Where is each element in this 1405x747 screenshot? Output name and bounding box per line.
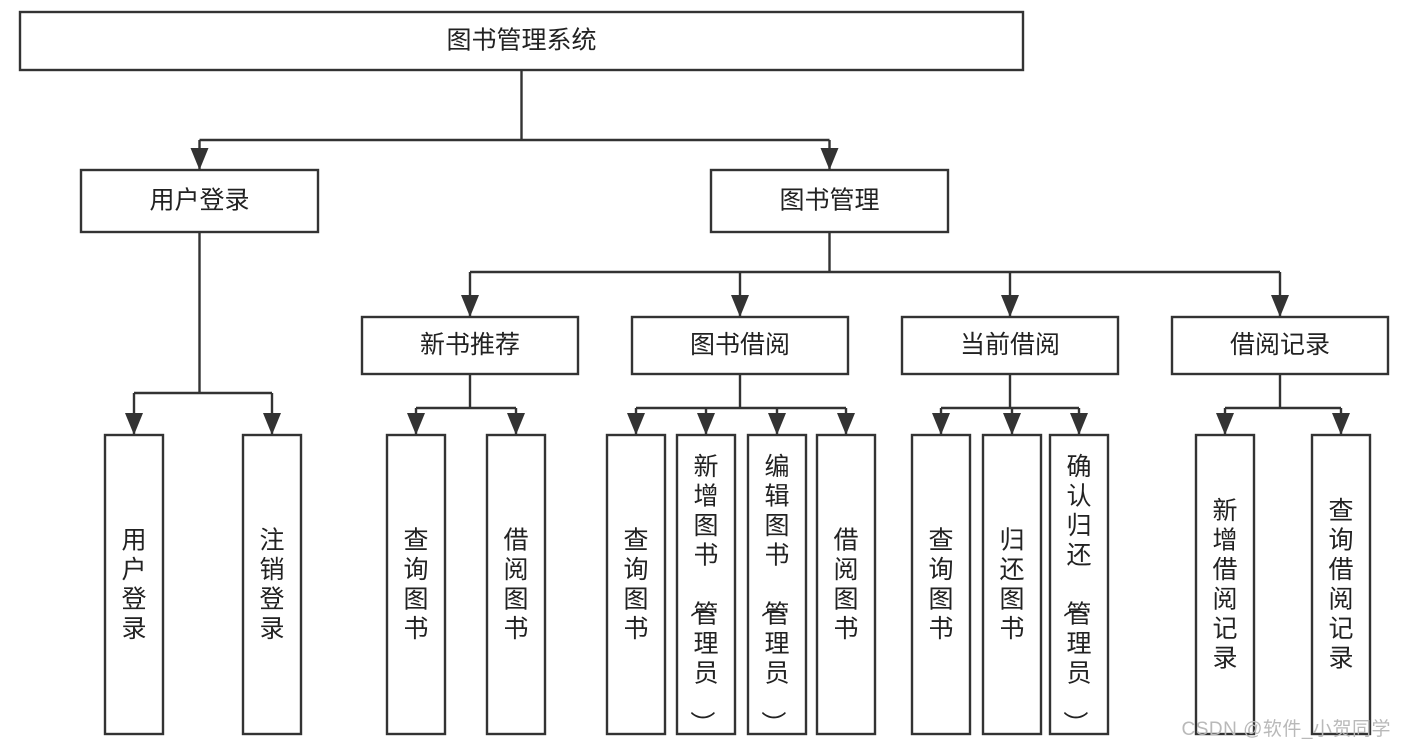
connector-conn-userlogin-to-leaves bbox=[125, 232, 281, 435]
node-box-leaf-query-borrow-record[interactable] bbox=[1310, 433, 1372, 736]
node-box-root[interactable] bbox=[18, 10, 1025, 72]
node-box-new-book-recommend[interactable] bbox=[360, 315, 580, 376]
connector-conn-root-to-level2 bbox=[190, 70, 839, 170]
node-box-leaf-query-book-current[interactable] bbox=[910, 433, 972, 736]
node-label-book-manage: 图书管理 bbox=[779, 187, 879, 215]
connectors-layer bbox=[125, 70, 1350, 435]
node-leaf-add-borrow-record[interactable]: 新增借阅记录 bbox=[1194, 433, 1256, 736]
node-leaf-query-book-current[interactable]: 查询图书 bbox=[910, 433, 972, 736]
node-leaf-query-book-rec[interactable]: 查询图书 bbox=[385, 433, 447, 736]
node-label-root: 图书管理系统 bbox=[446, 27, 596, 55]
node-root[interactable]: 图书管理系统 bbox=[18, 10, 1025, 72]
node-box-current-borrow[interactable] bbox=[900, 315, 1120, 376]
node-leaf-add-book-admin[interactable]: 新增图书（管理员） bbox=[675, 433, 737, 736]
nodes-layer: 图书管理系统用户登录图书管理新书推荐图书借阅当前借阅借阅记录用户登录注销登录查询… bbox=[18, 10, 1390, 736]
connector-conn-bookmanage-to-level3 bbox=[461, 232, 1289, 317]
node-box-leaf-confirm-return-admin[interactable] bbox=[1048, 433, 1110, 736]
node-box-leaf-return-book[interactable] bbox=[981, 433, 1043, 736]
node-label-leaf-user-login: 用户登录 bbox=[121, 527, 146, 644]
node-leaf-borrow-book[interactable]: 借阅图书 bbox=[815, 433, 877, 736]
node-leaf-edit-book-admin[interactable]: 编辑图书（管理员） bbox=[746, 433, 808, 736]
node-leaf-query-borrow-record[interactable]: 查询借阅记录 bbox=[1310, 433, 1372, 736]
node-box-leaf-add-book-admin[interactable] bbox=[675, 433, 737, 736]
node-label-book-borrow: 图书借阅 bbox=[690, 331, 790, 359]
node-borrow-record[interactable]: 借阅记录 bbox=[1170, 315, 1390, 376]
node-label-current-borrow: 当前借阅 bbox=[960, 331, 1060, 359]
node-box-book-manage[interactable] bbox=[709, 168, 950, 234]
node-label-user-login: 用户登录 bbox=[149, 187, 249, 215]
node-box-leaf-borrow-book[interactable] bbox=[815, 433, 877, 736]
node-box-book-borrow[interactable] bbox=[630, 315, 850, 376]
node-label-leaf-query-borrow-record: 查询借阅记录 bbox=[1328, 497, 1353, 673]
node-box-leaf-query-book-borrow[interactable] bbox=[605, 433, 667, 736]
node-label-leaf-edit-book-admin: 编辑图书（管理员） bbox=[758, 453, 789, 736]
node-book-borrow[interactable]: 图书借阅 bbox=[630, 315, 850, 376]
node-current-borrow[interactable]: 当前借阅 bbox=[900, 315, 1120, 376]
node-new-book-recommend[interactable]: 新书推荐 bbox=[360, 315, 580, 376]
node-label-leaf-add-borrow-record: 新增借阅记录 bbox=[1212, 497, 1237, 673]
node-leaf-logout-login[interactable]: 注销登录 bbox=[241, 433, 303, 736]
node-box-leaf-query-book-rec[interactable] bbox=[385, 433, 447, 736]
node-label-leaf-query-book-rec: 查询图书 bbox=[403, 527, 428, 644]
node-box-leaf-edit-book-admin[interactable] bbox=[746, 433, 808, 736]
csdn-watermark: CSDN @软件_小贺同学 bbox=[1181, 719, 1391, 740]
connector-conn-current-to-leaves bbox=[932, 374, 1088, 435]
connector-conn-record-to-leaves bbox=[1216, 374, 1350, 435]
node-label-leaf-return-book: 归还图书 bbox=[999, 527, 1024, 644]
node-label-leaf-borrow-book-rec: 借阅图书 bbox=[503, 527, 528, 644]
node-user-login[interactable]: 用户登录 bbox=[79, 168, 320, 234]
node-box-user-login[interactable] bbox=[79, 168, 320, 234]
node-label-leaf-query-book-borrow: 查询图书 bbox=[623, 527, 648, 644]
node-book-manage[interactable]: 图书管理 bbox=[709, 168, 950, 234]
node-label-leaf-confirm-return-admin: 确认归还（管理员） bbox=[1060, 453, 1091, 736]
node-label-leaf-add-book-admin: 新增图书（管理员） bbox=[687, 453, 718, 736]
node-leaf-return-book[interactable]: 归还图书 bbox=[981, 433, 1043, 736]
node-label-borrow-record: 借阅记录 bbox=[1230, 331, 1330, 359]
node-leaf-user-login[interactable]: 用户登录 bbox=[103, 433, 165, 736]
node-box-leaf-borrow-book-rec[interactable] bbox=[485, 433, 547, 736]
node-leaf-confirm-return-admin[interactable]: 确认归还（管理员） bbox=[1048, 433, 1110, 736]
connector-conn-recommend-to-leaves bbox=[407, 374, 525, 435]
node-label-leaf-borrow-book: 借阅图书 bbox=[833, 527, 858, 644]
node-label-leaf-query-book-current: 查询图书 bbox=[928, 527, 953, 644]
node-box-leaf-add-borrow-record[interactable] bbox=[1194, 433, 1256, 736]
node-label-new-book-recommend: 新书推荐 bbox=[420, 331, 520, 359]
node-label-leaf-logout-login: 注销登录 bbox=[259, 527, 284, 644]
node-box-borrow-record[interactable] bbox=[1170, 315, 1390, 376]
node-leaf-query-book-borrow[interactable]: 查询图书 bbox=[605, 433, 667, 736]
node-leaf-borrow-book-rec[interactable]: 借阅图书 bbox=[485, 433, 547, 736]
node-box-leaf-logout-login[interactable] bbox=[241, 433, 303, 736]
connector-conn-borrow-to-leaves bbox=[627, 374, 855, 435]
node-box-leaf-user-login[interactable] bbox=[103, 433, 165, 736]
